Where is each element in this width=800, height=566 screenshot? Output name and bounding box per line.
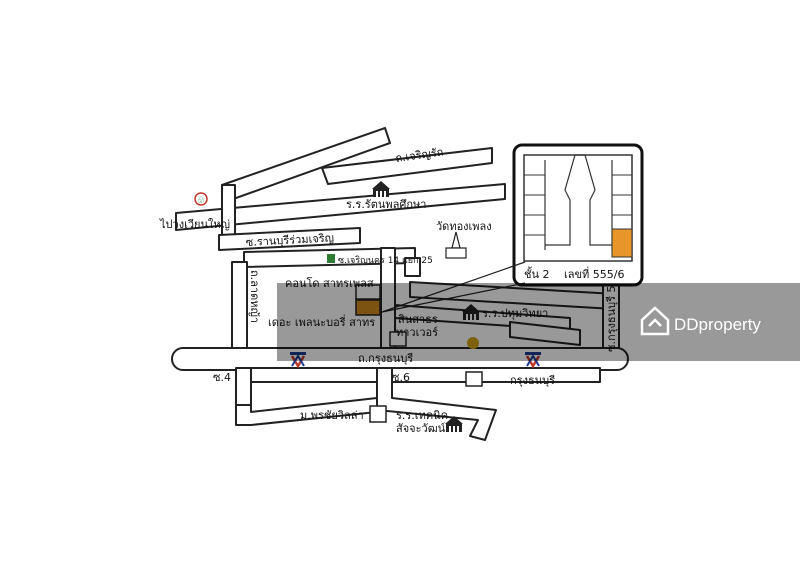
label-soi-4: ซ.4 [213,371,231,384]
floor-plan-inset [512,143,644,287]
label-sin-sathorn: สินสาธร [398,313,438,326]
label-soi-charoen-nakhon: ซ.เจริญนคร 14 แยก 25 [338,255,433,266]
label-krung-thonburi-station: กรุงธนบุรี [510,374,555,387]
unit-highlight [611,228,633,258]
road-villa [235,397,378,426]
label-the-place-sathorn: เดอะ เพลนะบอรี่ สาทร [268,314,375,329]
label-soi-krung-thonburi-5: ซ.กรุงธนบุรี 5 [605,285,618,352]
ddproperty-logo-icon [640,306,670,336]
label-road-krung-thonburi: ถ.กรุงธนบุรี [358,352,413,365]
villa-box [369,405,387,423]
label-school-pathum: ร.ร.ปทุมวิทยา [482,307,548,320]
school-icon-technic [445,416,463,432]
label-m-phrachai-villa: ม.พรชัยวิลล่า [300,409,364,422]
convenience-store-icon [327,254,335,263]
watermark-brand: DDproperty [674,315,761,334]
station-box [465,371,483,387]
label-pao-wian-yai: ไปวงเวียนใหญ่ [159,218,230,231]
watermark-band [277,283,800,361]
school-icon [372,181,390,197]
road-soi-ranburi [218,227,361,251]
condo-sathorn-plus-box [355,284,381,300]
krungsri-bank-icon [467,337,479,349]
school-icon-pathum [462,304,480,320]
bank-icon-glyph: ♧ [197,196,205,206]
road-left-vertical [231,261,248,351]
road-charoen-rat-east [321,147,493,185]
the-place-location-marker [355,299,381,316]
sin-sathorn-box [389,331,407,347]
bts-icon [290,352,306,369]
road-pao-wian-yai [175,183,506,231]
label-tower: ทาวเวอร์ [396,326,438,339]
bank-icon [194,192,208,206]
pointer-line [381,261,526,313]
label-soi-6: ซ.6 [392,371,410,384]
label-condo-sathorn-plus: คอนโด สาทรเพลส [285,276,374,290]
road-east-link [404,257,421,277]
road-soi-6 [376,367,497,441]
temple-icon [445,231,467,259]
inset-floor-label: ชั้น 2 [524,266,549,281]
road-pathum [509,321,581,346]
label-road-left-vertical: ถ.ลาดหญ้า [248,270,261,323]
inset-unit-label: เลขที่ 555/6 [564,266,624,281]
label-school-technic-1: ร.ร.เทคนิค [396,409,448,422]
bts-icon-krung-thonburi [525,352,541,369]
label-soi-ranburi: ซ.รานบุรีร่วมเจริญ [245,231,334,249]
label-school-ratana: ร.ร.รัตนพลศึกษา [346,198,426,211]
pointer-line-2 [381,282,526,313]
label-wat-thong-phleng: วัดทองเพลง [436,220,492,233]
label-school-technic-2: สัจจะวัฒน์ [396,422,446,435]
